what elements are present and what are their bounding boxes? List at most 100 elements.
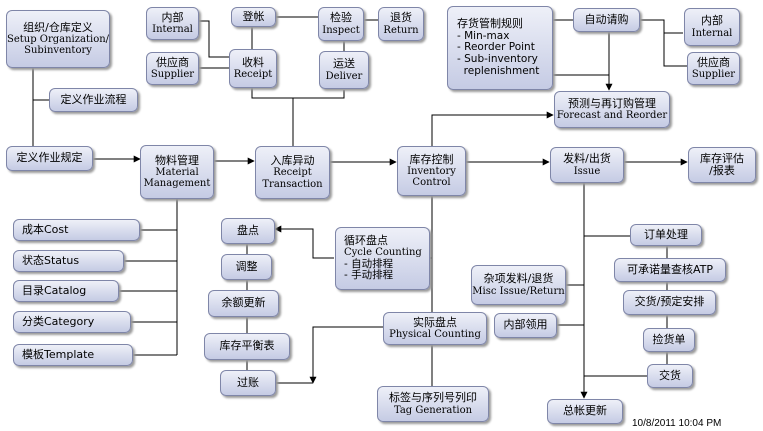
define-rules-node[interactable]: 定义作业规定: [6, 146, 93, 171]
order-processing-label: 订单处理: [644, 227, 688, 241]
internal-source-zh: 内部: [161, 10, 184, 24]
physical-counting-en: Physical Counting: [389, 329, 481, 341]
category-node[interactable]: 分类Category: [13, 311, 131, 333]
cycle-counting-en: Cycle Counting: [344, 247, 422, 259]
delivery-schedule-label: 交货/预定安排: [634, 295, 705, 309]
material-management-zh: 物料管理: [155, 153, 199, 167]
auto-requisition-node[interactable]: 自动请购: [573, 8, 640, 32]
setup-organization-en2: Subinventory: [24, 45, 92, 57]
inspect-en: Inspect: [322, 24, 360, 36]
receipt-node[interactable]: 收料 Receipt: [229, 49, 277, 88]
template-node[interactable]: 模板Template: [13, 344, 133, 366]
internal-use-label: 内部领用: [503, 318, 548, 332]
cycle-auto-schedule: - 自动排程: [344, 257, 394, 270]
line-receipt-bar: [251, 88, 345, 99]
receipt-en: Receipt: [233, 69, 273, 81]
internal-source-node[interactable]: 内部 Internal: [146, 7, 199, 40]
misc-issue-node[interactable]: 杂项发料/退货 Misc Issue/Return: [471, 265, 566, 305]
catalog-node[interactable]: 目录Catalog: [13, 280, 119, 302]
count-node[interactable]: 盘点: [221, 218, 275, 244]
material-management-node[interactable]: 物料管理 Material Management: [140, 145, 214, 199]
tag-generation-zh: 标签与序列号列印: [389, 391, 477, 405]
inventory-control-node[interactable]: 库存控制 Inventory Control: [397, 146, 466, 196]
material-management-en1: Material: [155, 166, 199, 178]
arrow-physical-to-transfer: [309, 326, 383, 384]
stock-control-rules-node[interactable]: 存货管制规则 - Min-max - Reorder Point - Sub-i…: [447, 6, 553, 90]
physical-counting-node[interactable]: 实际盘点 Physical Counting: [383, 312, 487, 345]
inventory-balance-label: 库存平衡表: [219, 339, 275, 353]
deliver-zh: 运送: [333, 57, 355, 71]
supplier-dest-en: Supplier: [691, 69, 736, 81]
arrow-cycle-to-count: [274, 225, 334, 259]
forecast-reorder-zh: 预测与再订购管理: [568, 96, 656, 110]
balance-update-label: 余额更新: [221, 296, 266, 310]
atp-check-node[interactable]: 可承诺量查核ATP: [614, 258, 726, 282]
post-label: 登帐: [242, 9, 265, 23]
pick-slip-label: 捡货单: [652, 332, 686, 346]
balance-update-node[interactable]: 余额更新: [208, 290, 279, 317]
inventory-evaluation-zh2: /报表: [709, 164, 735, 177]
define-flow-node[interactable]: 定义作业流程: [49, 88, 138, 112]
misc-issue-en: Misc Issue/Return: [472, 285, 565, 297]
stock-rule-min-max: - Min-max: [457, 29, 510, 42]
template-label: 模板Template: [22, 347, 95, 361]
delivery-schedule-node[interactable]: 交货/预定安排: [623, 290, 716, 315]
cycle-counting-zh: 循环盘点: [344, 234, 388, 247]
line-auto-supplier: [663, 33, 687, 67]
inventory-evaluation-zh: 库存评估: [700, 151, 744, 165]
setup-organization-en1: Setup Organization/: [6, 33, 110, 45]
gl-update-label: 总帐更新: [563, 404, 607, 418]
pick-slip-node[interactable]: 捡货单: [643, 328, 695, 352]
status-node[interactable]: 状态Status: [13, 250, 124, 272]
transfer-post-node[interactable]: 过账: [220, 370, 276, 396]
internal-use-node[interactable]: 内部领用: [494, 313, 557, 338]
gl-update-node[interactable]: 总帐更新: [547, 399, 623, 424]
supplier-source-node[interactable]: 供应商 Supplier: [146, 52, 199, 85]
internal-dest-en: Internal: [691, 27, 733, 39]
auto-requisition-label: 自动请购: [584, 12, 629, 26]
transfer-post-label: 过账: [237, 375, 259, 389]
return-zh: 退货: [390, 11, 412, 25]
internal-source-en: Internal: [152, 24, 193, 36]
inventory-balance-node[interactable]: 库存平衡表: [204, 333, 290, 360]
status-label: 状态Status: [22, 253, 80, 267]
receipt-zh: 收料: [242, 55, 264, 69]
stock-control-rules-title: 存货管制规则: [457, 17, 523, 31]
inspect-node[interactable]: 检验 Inspect: [318, 7, 364, 41]
setup-organization-node[interactable]: 组织/仓库定义 Setup Organization/ Subinventory: [6, 10, 110, 68]
category-label: 分类Category: [22, 314, 95, 328]
deliver-node[interactable]: 运送 Deliver: [319, 51, 369, 89]
cost-node[interactable]: 成本Cost: [13, 219, 140, 241]
cycle-counting-node[interactable]: 循环盘点 Cycle Counting - 自动排程 - 手动排程: [335, 227, 430, 290]
count-label: 盘点: [237, 223, 259, 237]
return-en: Return: [383, 24, 419, 36]
issue-zh: 发料/出货: [563, 152, 611, 166]
adjust-node[interactable]: 调整: [221, 254, 272, 280]
line-auto-right: [640, 19, 683, 34]
supplier-dest-zh: 供应商: [697, 55, 730, 69]
stock-rule-replenishment: replenishment: [457, 64, 540, 77]
cost-label: 成本Cost: [22, 222, 69, 236]
return-node[interactable]: 退货 Return: [378, 7, 424, 41]
inventory-evaluation-node[interactable]: 库存评估 /报表: [688, 147, 756, 183]
atp-check-label: 可承诺量查核ATP: [626, 262, 714, 276]
issue-node[interactable]: 发料/出货 Issue: [550, 147, 624, 183]
stock-rule-sub-inventory: - Sub-inventory: [457, 53, 538, 66]
internal-dest-zh: 内部: [701, 14, 723, 28]
order-processing-node[interactable]: 订单处理: [630, 224, 702, 246]
delivery-node[interactable]: 交货: [647, 364, 693, 388]
inspect-zh: 检验: [330, 11, 352, 25]
line-internal-left: [199, 20, 230, 58]
tag-generation-node[interactable]: 标签与序列号列印 Tag Generation: [377, 386, 489, 422]
inventory-control-en2: Control: [412, 177, 451, 189]
adjust-label: 调整: [235, 259, 258, 273]
receipt-transaction-node[interactable]: 入库异动 Receipt Transaction: [255, 146, 330, 199]
supplier-source-zh: 供应商: [156, 55, 189, 69]
internal-dest-node[interactable]: 内部 Internal: [684, 8, 740, 46]
receipt-transaction-en1: Receipt: [273, 167, 312, 179]
forecast-reorder-node[interactable]: 预测与再订购管理 Forecast and Reorder: [554, 91, 670, 128]
inventory-control-en1: Inventory: [407, 165, 456, 177]
post-node[interactable]: 登帐: [231, 7, 276, 27]
supplier-dest-node[interactable]: 供应商 Supplier: [687, 52, 740, 85]
